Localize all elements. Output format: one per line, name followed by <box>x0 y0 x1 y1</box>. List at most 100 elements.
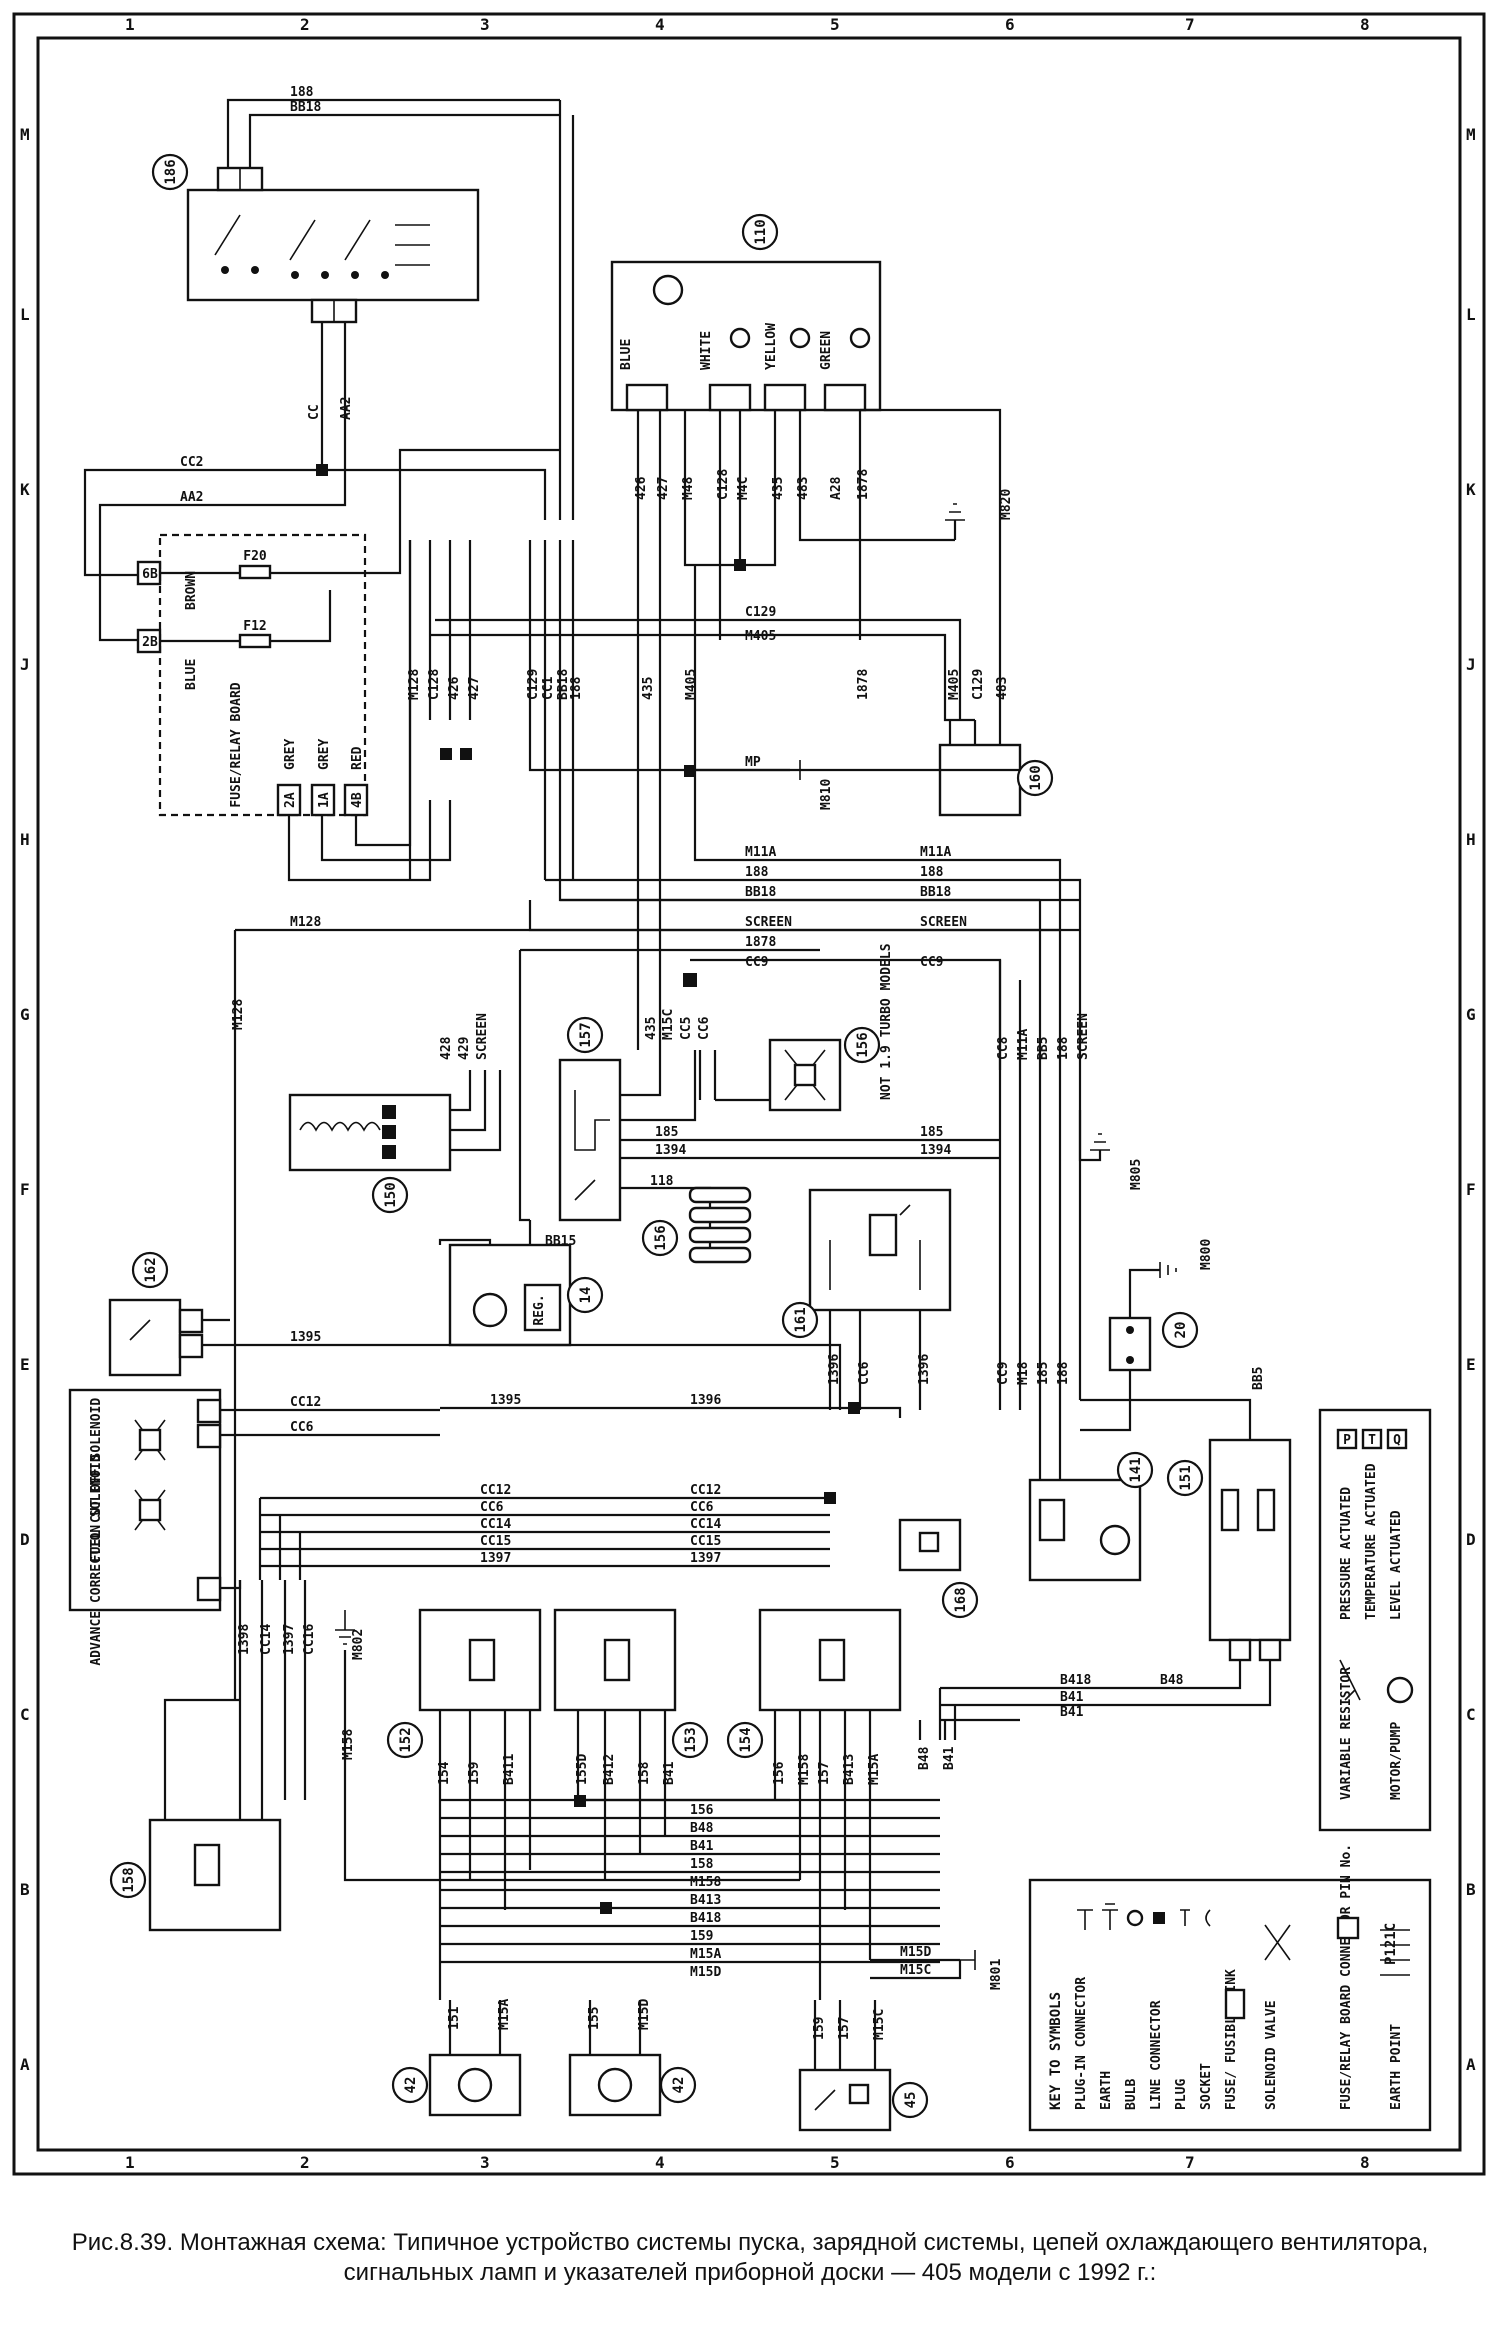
component-number: 158 <box>121 1867 137 1892</box>
grid-row-label: D <box>1466 1530 1476 1549</box>
component-number: 161 <box>793 1307 809 1332</box>
wire-label: CC6 <box>697 1016 712 1040</box>
grid-row-label: J <box>20 655 30 674</box>
grid-row-label: J <box>1466 655 1476 674</box>
wire-label: M18 <box>1016 1361 1031 1385</box>
wire-label: 1397 <box>480 1551 511 1566</box>
fuse-box-151: 151 <box>1166 1438 1292 1662</box>
grid-row-label: H <box>20 830 30 849</box>
grid-row-label: M <box>1466 125 1476 144</box>
grid-row-label: M <box>20 125 30 144</box>
wire-label: B48 <box>690 1821 714 1836</box>
wire-label: B41 <box>1060 1690 1084 1705</box>
ignition-switch-186: 186 <box>151 153 480 324</box>
wire-label: C128 <box>427 669 442 700</box>
component-number: 20 <box>1173 1322 1189 1339</box>
wire-label: 1394 <box>920 1143 951 1158</box>
wire-label: CC15 <box>690 1534 721 1549</box>
wire-label: CC9 <box>996 1362 1011 1385</box>
wire-label: BB18 <box>290 100 321 115</box>
earth-point: M805 <box>1129 1159 1144 1190</box>
legend-mark: T <box>1368 1433 1376 1448</box>
solenoid-label: ADVANCE CORRECTION SOLENOID <box>89 1454 104 1665</box>
grid-rows-left: A B C D E F G H J K L M <box>20 125 30 2074</box>
wire-label: M11A <box>1016 1029 1031 1060</box>
caption-line-2: сигнальных ламп и указателей приборной д… <box>343 2259 1157 2286</box>
actuation-legend: PRESSURE ACTUATED TEMPERATURE ACTUATED L… <box>1318 1408 1432 1832</box>
injection-pump-solenoids: FUEL CUT OFF SOLENOID ADVANCE CORRECTION… <box>68 1388 222 1666</box>
wire-label: M158 <box>341 1729 356 1760</box>
wire-label: 157 <box>837 2017 852 2040</box>
legend-item: TEMPERATURE ACTUATED <box>1364 1463 1379 1620</box>
wire-label: B41 <box>690 1839 714 1854</box>
wire-label: M15D <box>637 1999 652 2030</box>
component-number: 151 <box>1178 1465 1194 1490</box>
wire-label: CC12 <box>480 1483 511 1498</box>
wire-label: CC6 <box>690 1500 714 1515</box>
pin-label: 2A <box>283 792 298 808</box>
wire-label: SCREEN <box>1076 1013 1091 1060</box>
key-item: PLUG <box>1174 2079 1189 2110</box>
wire-color: WHITE <box>699 331 714 370</box>
wire-label: 1878 <box>745 935 776 950</box>
component-number: 154 <box>738 1727 754 1752</box>
wire-label: 428 <box>439 1036 454 1060</box>
wire-label: 155 <box>587 2007 602 2030</box>
wire-label: 158 <box>637 1761 652 1785</box>
switch-162: 162 <box>108 1251 204 1377</box>
switch-box <box>108 1298 182 1377</box>
wire-label: CC6 <box>857 1361 872 1385</box>
wire-label: M4C <box>736 477 751 500</box>
component-number: 186 <box>163 159 179 184</box>
wire-label: CC12 <box>290 1395 321 1410</box>
wire-label: M128 <box>290 915 321 930</box>
wire-label: 158 <box>690 1857 714 1872</box>
wire-color: BROWN <box>184 571 199 610</box>
wire-label: 159 <box>690 1929 713 1944</box>
grid-col-label: 6 <box>1005 15 1015 34</box>
wire-label: M405 <box>745 629 776 644</box>
component-number: 156 <box>855 1032 871 1057</box>
earth-point: M820 <box>999 489 1014 520</box>
wire-color: GREY <box>283 739 298 770</box>
wire-label: 1395 <box>290 1330 321 1345</box>
key-item: SOLENOID VALVE <box>1264 2000 1279 2110</box>
wire-label: CC1 <box>541 676 556 700</box>
relay-161: 161 <box>781 1188 952 1339</box>
grid-col-label: 4 <box>655 2153 665 2172</box>
grid-col-label: 2 <box>300 2153 310 2172</box>
wire-label: 426 <box>447 676 462 700</box>
wire-label: 188 <box>1056 1361 1071 1385</box>
component-number: 110 <box>753 219 769 244</box>
component-number: 156 <box>653 1225 669 1250</box>
fuse-label: F12 <box>243 619 266 634</box>
pin-label: 6B <box>142 567 158 582</box>
component-box <box>558 1058 622 1222</box>
component-number: 141 <box>1128 1457 1144 1482</box>
wire-label: 157 <box>817 1762 832 1785</box>
fan-motor-42-left: 42 <box>391 2053 522 2117</box>
wire-label: 429 <box>457 1037 472 1060</box>
grid-row-label: C <box>20 1705 30 1724</box>
wire-label: B411 <box>502 1754 517 1785</box>
wire-label: C129 <box>745 605 776 620</box>
key-item: EARTH <box>1099 2071 1114 2110</box>
fan-motor-42-right: 42 <box>568 2053 697 2117</box>
wire-label: 427 <box>467 677 482 700</box>
temperature-switch-20: M800 20 <box>1080 1239 1214 1432</box>
fuse-label: F20 <box>243 549 267 564</box>
wire-label: 159 <box>812 2017 827 2040</box>
legend-item: LEVEL ACTUATED <box>1389 1510 1404 1620</box>
grid-col-label: 3 <box>480 2153 490 2172</box>
grid-row-label: L <box>1466 305 1476 324</box>
pin-label: 4B <box>350 792 365 808</box>
fuse-board-outline <box>158 533 367 817</box>
wire-label: 156 <box>690 1803 714 1818</box>
wire-label: CC16 <box>302 1624 317 1655</box>
wire-label: 1396 <box>917 1354 932 1385</box>
figure-caption: Рис.8.39. Монтажная схема: Типичное устр… <box>30 2228 1470 2288</box>
sender-box <box>938 743 1022 817</box>
wire-label: CC9 <box>920 955 943 970</box>
wire-color: YELLOW <box>764 323 779 370</box>
wire-color: GREEN <box>819 331 834 370</box>
